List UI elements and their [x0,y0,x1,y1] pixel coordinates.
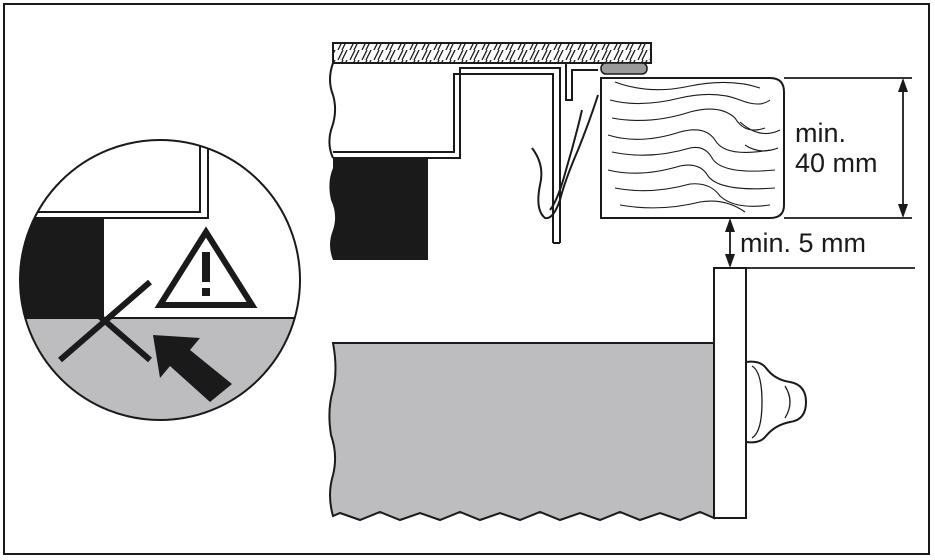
cross-out-icon [58,279,152,363]
label-40mm: 40 mm [795,148,878,178]
seal-strip [600,62,648,75]
drawer-handle-knob [745,360,808,444]
label-worktop-thickness: min.40 mm [795,118,878,178]
arrow-icon [153,335,232,402]
drawer-box [328,342,715,522]
dimension-gap [714,218,915,269]
warning-triangle-icon [154,226,258,308]
label-gap: min. 5 mm [740,228,867,258]
wooden-worktop [600,77,785,219]
dimension-worktop-thickness [784,77,912,219]
hob-glass-top [332,42,652,64]
insulation-block [329,158,428,260]
label-min: min. [795,118,847,148]
power-cable [531,94,599,220]
drawer-front [713,267,747,519]
